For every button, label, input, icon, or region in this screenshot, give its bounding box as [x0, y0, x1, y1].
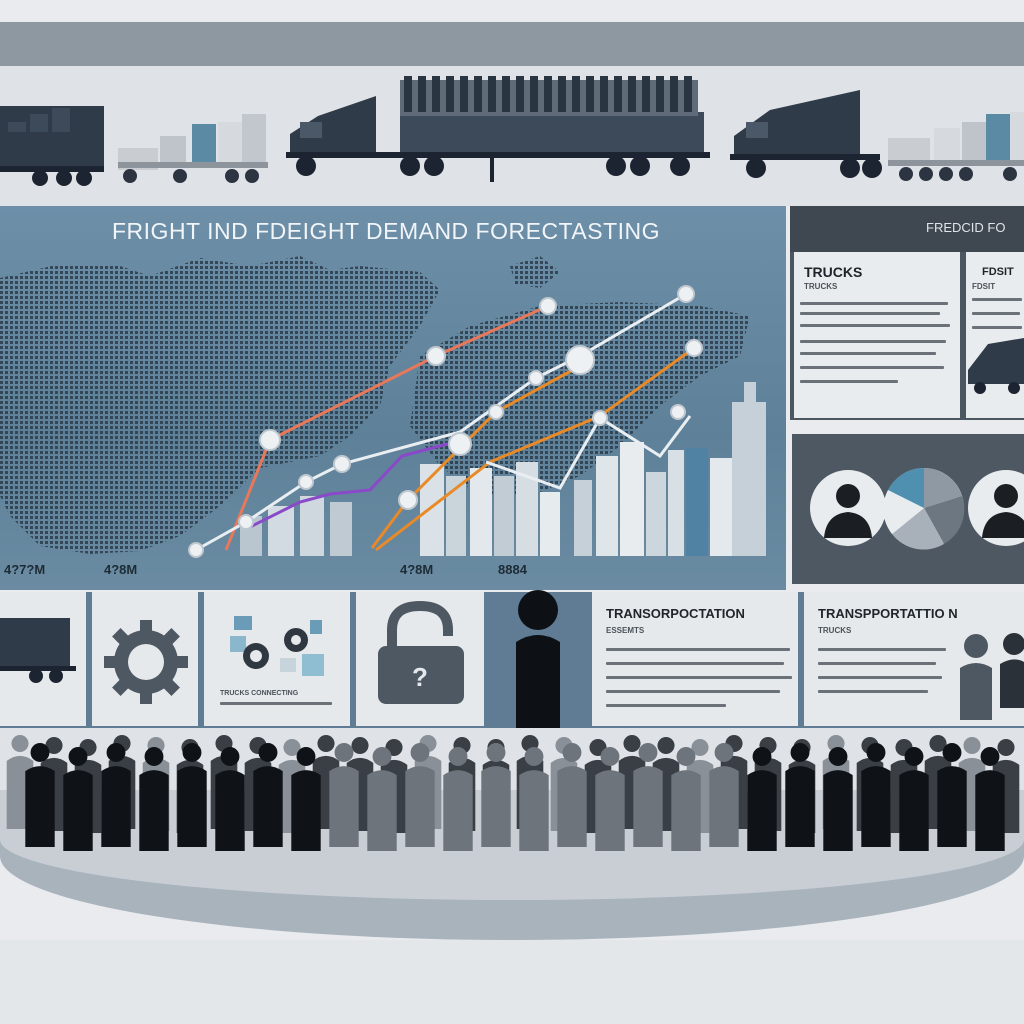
avatar	[968, 470, 1024, 546]
world-map	[0, 256, 750, 554]
transport-card-subtitle: ESSEMTS	[606, 626, 645, 635]
transport-card-subtitle: TRUCKS	[818, 626, 852, 635]
right-info-title: FREDCID FO	[926, 220, 1006, 235]
text-line	[972, 312, 1020, 315]
audience-person	[329, 743, 359, 847]
audience-person	[557, 743, 587, 847]
text-line	[220, 702, 332, 705]
trucks-card-subtitle: TRUCKS	[804, 282, 838, 291]
audience-person	[671, 747, 701, 851]
text-line	[606, 704, 726, 707]
truck-icon	[286, 76, 710, 182]
text-line	[972, 298, 1022, 301]
pie-chart-icon	[883, 467, 965, 550]
person-icon	[516, 590, 560, 728]
text-line	[800, 324, 950, 327]
audience-person	[443, 747, 473, 851]
trucks-card	[794, 252, 960, 418]
audience-person	[405, 743, 435, 847]
text-line	[606, 676, 792, 679]
audience-person	[101, 743, 131, 847]
text-line	[800, 380, 898, 383]
text-line	[606, 648, 790, 651]
truck-icon	[968, 338, 1024, 394]
text-line	[818, 676, 942, 679]
trend-points	[188, 285, 703, 558]
axis-label: 4?7?M	[4, 562, 46, 577]
transport-card-title: TRANSPPORTATTIO N	[818, 606, 958, 621]
top-band	[0, 22, 1024, 68]
text-line	[606, 690, 780, 693]
lock-icon: ?	[378, 600, 464, 704]
audience-person	[595, 747, 625, 851]
audience-person	[63, 747, 93, 851]
people-avatars	[810, 467, 1024, 550]
audience-person	[519, 747, 549, 851]
text-line	[800, 312, 940, 315]
connect-caption: TRUCKS CONNECTING	[220, 690, 299, 697]
audience-person	[367, 747, 397, 851]
audience-person	[177, 743, 207, 847]
audience-person	[785, 743, 815, 847]
text-line	[800, 302, 948, 305]
audience-person	[481, 743, 511, 847]
audience-person	[747, 747, 777, 851]
audience-person	[291, 747, 321, 851]
text-line	[972, 326, 1022, 329]
audience-person	[899, 747, 929, 851]
audience-person	[937, 743, 967, 847]
stage-top	[0, 790, 1024, 900]
gear-icon	[104, 620, 188, 704]
trucks-card-title: TRUCKS	[804, 264, 863, 280]
avatar	[810, 470, 886, 546]
right-info-header	[790, 206, 1024, 252]
main-title: FRIGHT IND FDEIGHT DEMAND FORECTASTING	[112, 218, 661, 244]
audience-person	[861, 743, 891, 847]
audience-person	[139, 747, 169, 851]
transport-card-title: TRANSORPOCTATION	[606, 606, 745, 621]
axis-label: 8884	[498, 562, 527, 577]
fdsit-card-subtitle: FDSIT	[972, 282, 996, 291]
text-line	[818, 648, 946, 651]
transport-card	[592, 592, 798, 726]
city-skyline	[240, 382, 766, 556]
text-line	[800, 366, 944, 369]
text-line	[800, 352, 936, 355]
floor	[0, 940, 1024, 1024]
fdsit-card-title: FDSIT	[982, 266, 1014, 278]
truck-row	[0, 76, 1024, 186]
text-line	[606, 662, 784, 665]
axis-label: 4?8M	[104, 562, 138, 577]
truck-icon	[118, 114, 268, 183]
person-icon	[960, 633, 1024, 720]
text-line	[818, 662, 936, 665]
svg-text:?: ?	[412, 662, 428, 692]
audience-crowd	[6, 734, 1020, 851]
text-line	[800, 340, 946, 343]
text-line	[818, 690, 928, 693]
truck-icon	[0, 618, 76, 683]
audience-person	[215, 747, 245, 851]
forecast-graphic	[0, 256, 766, 558]
truck-icon	[0, 106, 104, 186]
axis-label: 4?8M	[400, 562, 434, 577]
gear-icon	[230, 616, 324, 676]
audience-person	[25, 743, 55, 847]
truck-icon	[730, 90, 882, 178]
audience-person	[823, 747, 853, 851]
audience-person	[709, 743, 739, 847]
audience-person	[975, 747, 1005, 851]
audience-person	[253, 743, 283, 847]
audience-person	[633, 743, 663, 847]
truck-icon	[888, 112, 1024, 181]
